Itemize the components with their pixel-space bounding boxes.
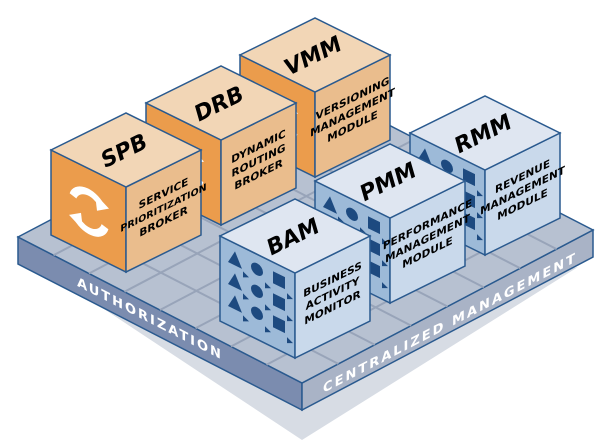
shapes-pattern-icon (228, 251, 293, 344)
cube-top-face (144, 65, 298, 141)
circular-arrows-icon (69, 186, 109, 237)
cube-top-face (49, 112, 203, 188)
cube-top-face (238, 17, 392, 93)
cube-top-face (408, 95, 562, 171)
cube-top-face (218, 198, 372, 274)
cube-top-face (313, 143, 467, 219)
